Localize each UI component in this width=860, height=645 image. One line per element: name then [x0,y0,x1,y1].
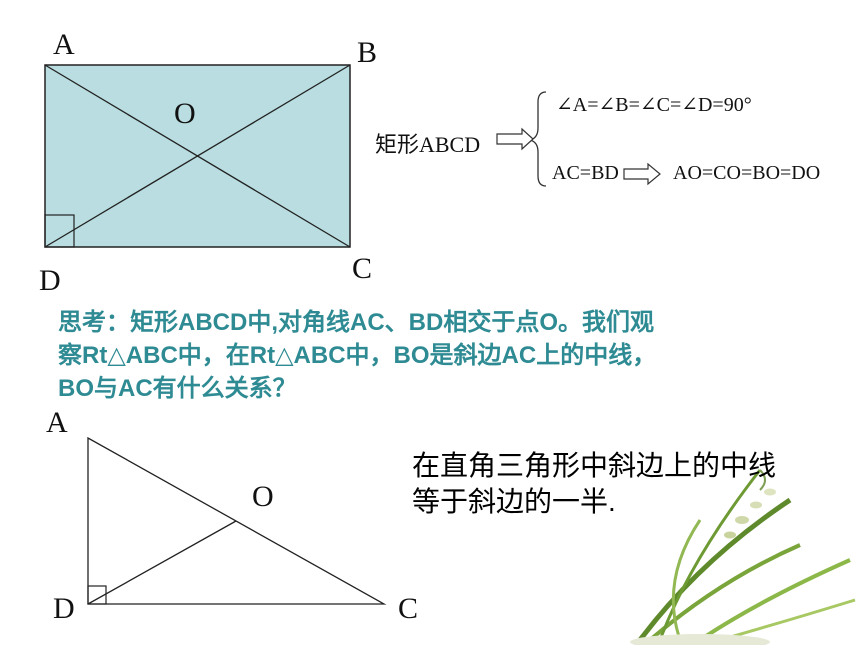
hollow-arrow-2 [623,162,661,186]
right-angle-mark-triangle [87,585,107,605]
think-prompt: 思考：矩形ABCD中,对角线AC、BD相交于点O。我们观 察Rt△ABC中，在R… [58,306,798,405]
statement-angles: ∠A=∠B=∠C=∠D=90° [556,94,752,116]
label-b: B [357,36,378,69]
statement-diagonals: AC=BD [552,162,619,184]
label-o: O [174,97,196,130]
label-c: C [352,252,373,285]
tri-label-c: C [398,592,419,625]
orchid-plant-icon [630,469,856,645]
conclusion-line-2: 等于斜边的一半. [412,486,616,517]
triangle-figure [87,436,387,605]
think-line-2: 察Rt△ABC中，在Rt△ABC中，BO是斜边AC上的中线， [58,342,657,369]
label-a: A [53,28,75,61]
conclusion-text: 在直角三角形中斜边上的中线 等于斜边的一半. [412,448,776,520]
think-line-1: 思考：矩形ABCD中,对角线AC、BD相交于点O。我们观 [58,309,654,336]
diagonal-bd [44,64,351,248]
tri-label-d: D [53,592,75,625]
think-line-3: BO与AC有什么关系？ [58,375,297,402]
median-do [87,520,237,605]
label-d: D [39,264,61,297]
statement-halves: AO=CO=BO=DO [673,162,821,184]
rectangle-figure [44,64,351,248]
tri-label-a: A [46,406,68,439]
hollow-arrow-1 [496,127,534,151]
conclusion-line-1: 在直角三角形中斜边上的中线 [412,450,777,481]
statement-subject: 矩形ABCD [375,132,481,157]
tri-label-o: O [252,480,274,513]
right-angle-mark-d [44,214,75,248]
